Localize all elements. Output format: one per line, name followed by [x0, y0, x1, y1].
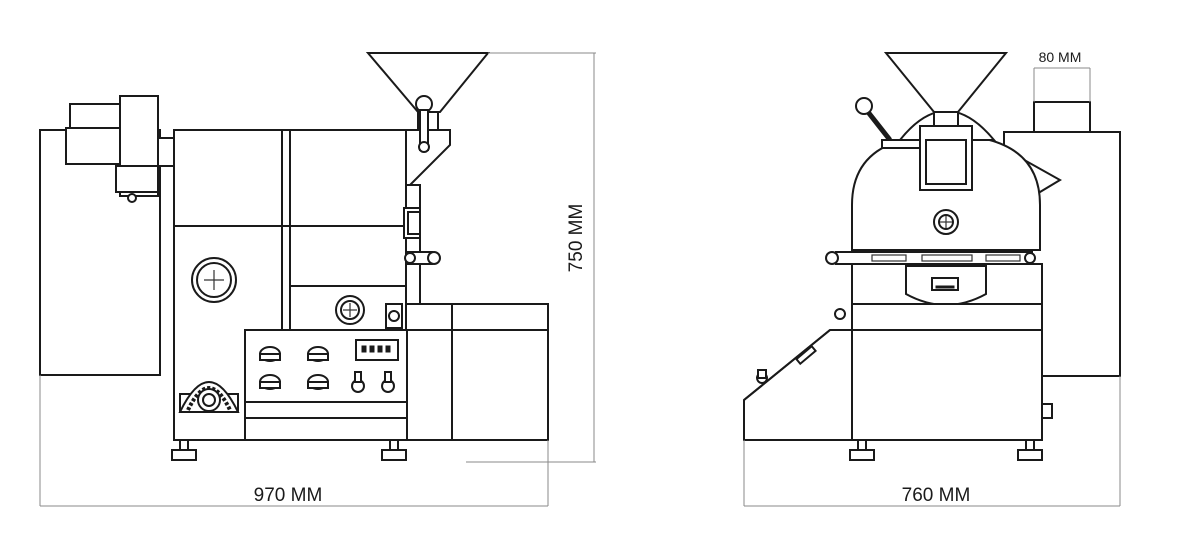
- side-control-panel: [244, 329, 408, 441]
- side-height-label: 750 MM: [566, 204, 587, 273]
- side-front-strip: [403, 184, 441, 306]
- front-width-label: 760 MM: [902, 485, 971, 506]
- side-drum-housing: [173, 129, 407, 227]
- front-view: [743, 52, 1121, 507]
- side-blower: [65, 95, 175, 203]
- side-temperature-gauge: [191, 257, 237, 303]
- side-pressure-gauge: [335, 295, 403, 329]
- side-dimensions: [39, 52, 596, 507]
- front-lower-body: [851, 303, 1043, 441]
- front-drum-door: [834, 263, 1043, 320]
- front-door-rail: [825, 251, 1036, 265]
- side-feet: [171, 439, 548, 461]
- side-burner-dial: [178, 381, 240, 413]
- front-feet: [744, 439, 1043, 461]
- front-dimensions: [743, 67, 1121, 507]
- side-view: [39, 52, 596, 507]
- front-console: [743, 329, 853, 441]
- chimney-width-label: 80 MM: [1039, 49, 1082, 65]
- side-hopper: [365, 52, 491, 153]
- front-dome: [851, 52, 1041, 251]
- side-cooling-cabinet: [405, 303, 549, 441]
- side-front-plate: [405, 129, 451, 186]
- side-width-label: 970 MM: [254, 485, 323, 506]
